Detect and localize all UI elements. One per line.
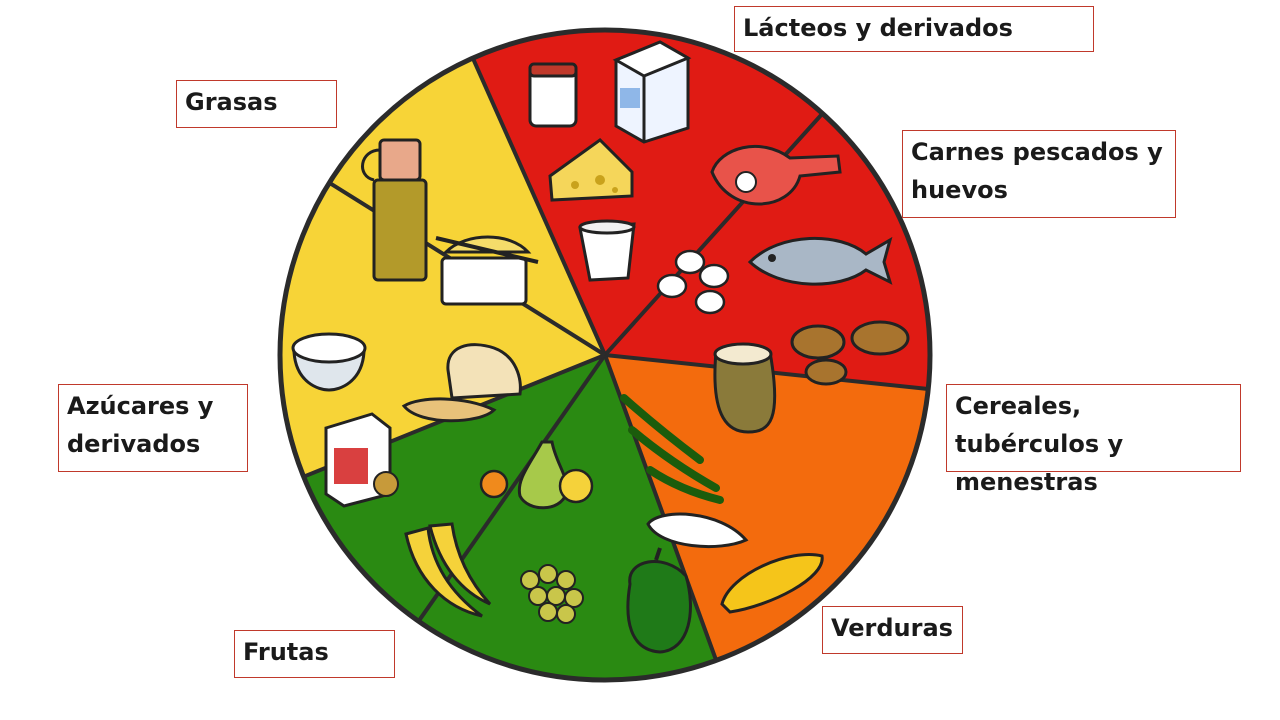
- bread-icon: [401, 343, 522, 423]
- jar-icon: [528, 62, 578, 128]
- cheese-icon: [548, 138, 634, 202]
- label-azucares: Azúcares y derivados: [58, 384, 248, 472]
- sugar-bowl-icon: [291, 332, 367, 392]
- eggs-icon: [656, 249, 730, 315]
- slice-azucares: [280, 182, 605, 477]
- wheel-rim: [277, 27, 933, 683]
- label-grasas: Grasas: [176, 80, 337, 128]
- meat-icon: [710, 144, 842, 206]
- fish-icon: [747, 236, 893, 286]
- grapes-icon: [520, 564, 584, 624]
- pepper-icon: [626, 547, 692, 654]
- slice-divider: [416, 353, 607, 623]
- green-beans-icon: [620, 394, 724, 504]
- slice-divider: [470, 57, 607, 356]
- yogurt-icon: [578, 219, 636, 282]
- slice-divider: [603, 354, 719, 662]
- label-lacteos: Lácteos y derivados: [734, 6, 1094, 52]
- label-carnes: Carnes pescados y huevos: [902, 130, 1176, 218]
- slice-grasas: [329, 58, 605, 355]
- pear-icon: [517, 440, 569, 510]
- milk-carton-icon: [612, 40, 692, 144]
- butter-icon: [435, 235, 539, 306]
- label-verduras: Verduras: [822, 606, 963, 654]
- slice-cereales: [605, 355, 929, 661]
- grain-sack-icon: [713, 342, 777, 434]
- banana-icon: [404, 522, 492, 618]
- corn-icon: [720, 553, 824, 614]
- slice-frutas: [303, 355, 605, 622]
- label-frutas: Frutas: [234, 630, 395, 678]
- oil-bottle-icon: [361, 138, 428, 282]
- radish-icon: [646, 512, 749, 549]
- cereal-box-icon: [324, 412, 399, 508]
- potatoes-icon: [790, 320, 910, 386]
- orange-icon: [479, 468, 594, 504]
- label-cereales: Cereales, tubérculos y menestras: [946, 384, 1241, 496]
